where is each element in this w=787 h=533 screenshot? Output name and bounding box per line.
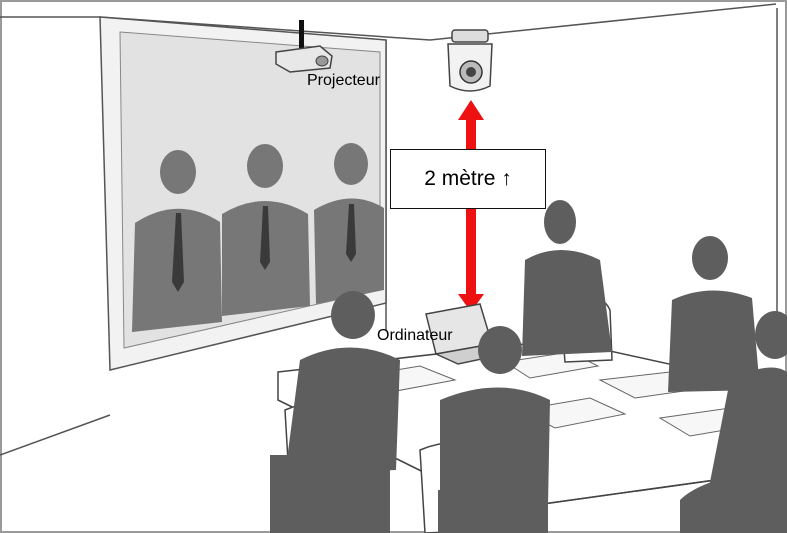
projector-icon bbox=[275, 20, 333, 73]
ptz-camera-icon bbox=[447, 29, 493, 92]
projected-people bbox=[132, 143, 384, 332]
distance-label: 2 mètre ↑ bbox=[390, 149, 546, 209]
computer-label: Ordinateur bbox=[377, 327, 453, 344]
meeting-attendees bbox=[270, 200, 787, 533]
projector-label: Projecteur bbox=[307, 72, 380, 89]
